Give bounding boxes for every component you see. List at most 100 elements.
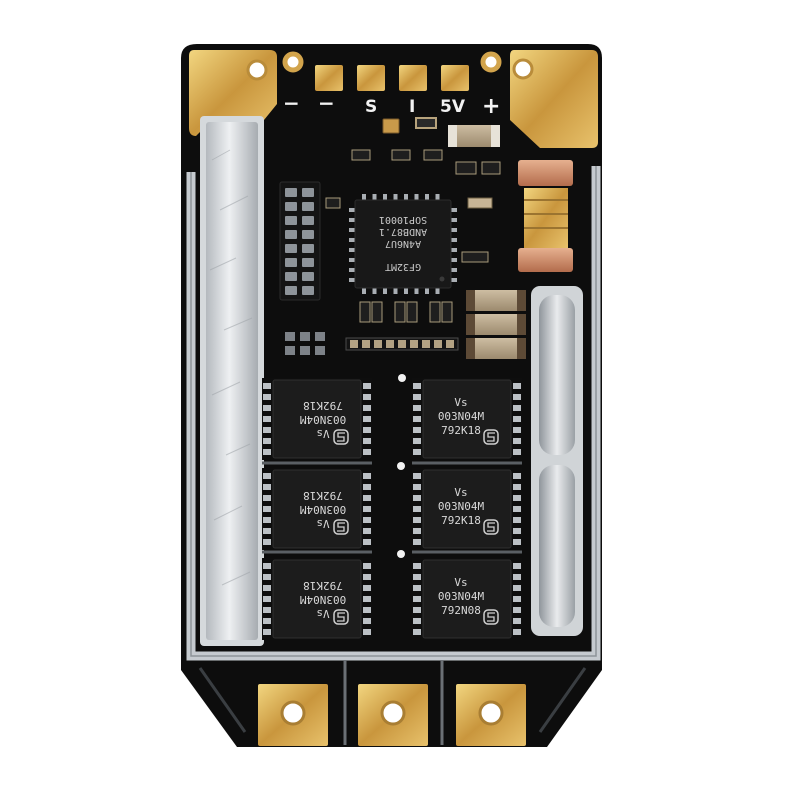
mosfet-marking-line1: Vs [454, 486, 467, 499]
mosfet-pin [413, 574, 421, 580]
mcu-pin [449, 258, 457, 262]
capacitor-top-end-right [491, 125, 500, 147]
mcu-pin [349, 278, 357, 282]
via-3 [397, 550, 405, 558]
header-pin [285, 202, 297, 211]
mcu-pin [383, 194, 387, 202]
resistor-side-2 [461, 251, 489, 263]
driver-resistor [386, 340, 394, 348]
mosfet-body [422, 559, 512, 639]
mcu-pin [349, 238, 357, 242]
mcu-pin [362, 286, 366, 294]
mosfet-pin [413, 438, 421, 444]
mosfet-pin [513, 585, 521, 591]
mcu-pin [449, 218, 457, 222]
manufacturer-logo-mark [337, 522, 345, 532]
driver-resistor [374, 340, 382, 348]
mosfet-pin [363, 585, 371, 591]
mosfet-pin [263, 517, 271, 523]
mosfet-pin [263, 416, 271, 422]
mosfet-pin [363, 484, 371, 490]
mosfet-pin [413, 629, 421, 635]
mosfet-body [272, 379, 362, 459]
mosfet-marking-line3: 792K18 [303, 399, 343, 412]
mcu-pin [372, 194, 377, 202]
mcu-marking-line-3: ANDB87.1 [379, 226, 427, 237]
header-pin [285, 244, 297, 253]
mosfet-marking-line3: 792K18 [303, 489, 343, 502]
resistor-side-1 [467, 197, 493, 209]
driver-resistor [434, 340, 442, 348]
mosfet-pin [513, 629, 521, 635]
mosfet-pin [413, 449, 421, 455]
mcu-pin [372, 286, 377, 294]
mosfet-pin [513, 517, 521, 523]
capacitor-stack [466, 290, 526, 359]
pad-current [399, 65, 427, 91]
mosfet-pin [363, 517, 371, 523]
mosfet-pin [413, 495, 421, 501]
mcu-pin [449, 268, 457, 272]
mosfet-marking-line3: 792K18 [441, 424, 481, 437]
mosfet-pin [413, 539, 421, 545]
mosfet-pin [363, 607, 371, 613]
mosfet-pin [513, 449, 521, 455]
header-pins [285, 188, 314, 295]
mosfet-pin [513, 473, 521, 479]
mosfet-pin [413, 585, 421, 591]
bus-bar-left-texture [209, 149, 253, 586]
mcu-pin1-dot [439, 276, 445, 282]
mosfet-pin [513, 438, 521, 444]
resistor-top-2 [351, 149, 371, 161]
shunt-resistor-bottom-cap [518, 248, 573, 272]
mosfet-pin [263, 528, 271, 534]
mosfet-pin [363, 405, 371, 411]
header-pin [302, 244, 314, 253]
mcu-marking-line-1: GF32MT [385, 261, 421, 272]
silk-signal-label: S [365, 97, 377, 117]
mosfet-pin [513, 405, 521, 411]
mosfet-pin [263, 539, 271, 545]
test-pad [285, 346, 295, 355]
mosfet-pin [513, 574, 521, 580]
mosfet-body [422, 469, 512, 549]
mcu-pin [349, 208, 357, 212]
bulk-capacitor-terminal [517, 338, 526, 359]
mosfet-marking-line1: Vs [316, 517, 329, 530]
gate-resistor [371, 301, 383, 323]
mosfet-body [422, 379, 512, 459]
capacitor-top-end-left [448, 125, 457, 147]
bulk-capacitor [466, 314, 526, 335]
mounting-hole-right [512, 58, 534, 80]
silk-current-label: I [409, 97, 415, 117]
mcu-pin [449, 228, 457, 232]
bottom-trace-left-chamfer [198, 667, 247, 733]
driver-resistor [410, 340, 418, 348]
mosfet-pin [513, 607, 521, 613]
mosfet-pin [513, 563, 521, 569]
mosfet-pin [513, 596, 521, 602]
header-pin [285, 188, 297, 197]
edge-trace-inner [190, 166, 597, 657]
driver-resistor [422, 340, 430, 348]
gold-pad-positive [510, 50, 598, 148]
mosfet-pin [363, 394, 371, 400]
shunt-resistor-top-cap [518, 160, 573, 186]
mosfet-pin [263, 596, 271, 602]
silk-plus-label: + [482, 94, 500, 119]
header-pin [285, 216, 297, 225]
bulk-capacitor-terminal [517, 290, 526, 311]
resistor-top-6 [481, 161, 501, 175]
silk-5v-label: 5V [440, 97, 466, 117]
mosfet-pin [413, 596, 421, 602]
mosfet-pin [263, 629, 271, 635]
bottom-trace-right-chamfer [538, 667, 587, 733]
silk-minus-b: − [318, 91, 335, 115]
gate-resistor [441, 301, 453, 323]
